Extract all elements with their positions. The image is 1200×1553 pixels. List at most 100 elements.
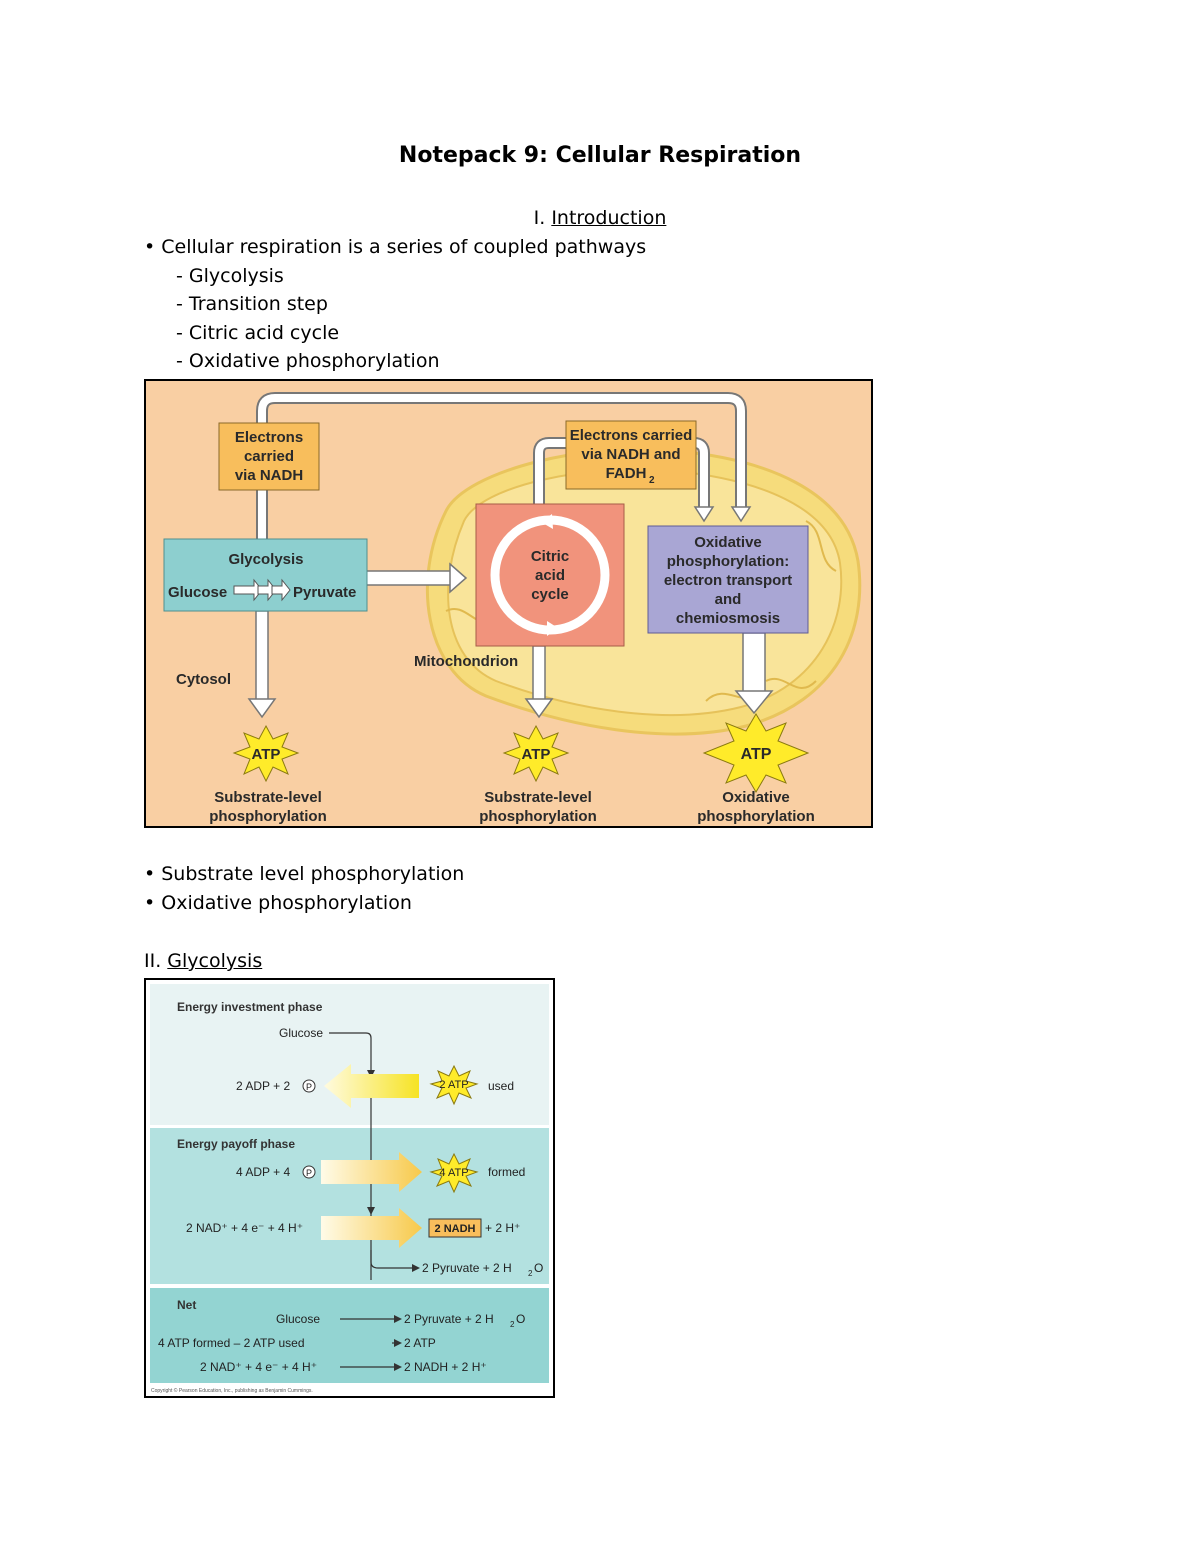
section-title: Glycolysis — [167, 950, 263, 972]
nadh-box — [428, 1218, 482, 1238]
electrons-nadh-line: via NADH — [235, 467, 303, 484]
oxidative-phosphorylation-box: Oxidative phosphorylation: electron tran… — [647, 525, 809, 634]
phosphorylation-label: Substrate-level — [214, 789, 322, 806]
atp-burst: ATP — [232, 724, 300, 783]
payoff-phase-title: Energy payoff phase — [177, 1137, 295, 1151]
glucose-label: Glucose — [279, 1026, 323, 1040]
subscript-2: 2 — [510, 1320, 515, 1329]
atp-label: ATP — [522, 746, 551, 763]
atp4-label: 4 ATP — [439, 1167, 468, 1179]
subscript-2: 2 — [528, 1269, 533, 1278]
glycolysis-phases-figure: Energy investment phase Glucose 2 ADP + … — [144, 978, 555, 1398]
net-atp-left-label: 4 ATP formed – 2 ATP used — [158, 1336, 305, 1350]
oxidative-line: Oxidative — [694, 534, 762, 551]
oxidative-atp-arrow — [734, 632, 774, 715]
nadh-arrow — [321, 1208, 422, 1248]
respiration-overview-figure: Electrons carried via NADH Electrons car… — [144, 379, 873, 828]
main-flow-line — [329, 1032, 372, 1280]
pathway-item: - Citric acid cycle — [176, 322, 340, 344]
net-glucose-label: Glucose — [276, 1312, 320, 1326]
cytosol-label: Cytosol — [176, 671, 231, 688]
section-numeral: II. — [144, 950, 168, 972]
section-heading-introduction: I. Introduction — [0, 206, 1200, 230]
electrons-nadh-line: Electrons — [235, 429, 303, 446]
phosphate-label: P — [306, 1168, 312, 1178]
glycolysis-label: Glycolysis — [228, 551, 303, 568]
electrons-fadh-line: via NADH and — [581, 446, 680, 463]
pyruvate-to-citric-arrow — [365, 562, 468, 594]
atp-burst — [429, 1152, 479, 1194]
copyright-label: Copyright © Pearson Education, Inc., pub… — [151, 1387, 313, 1394]
atp-label: ATP — [741, 746, 772, 763]
net-title: Net — [177, 1298, 196, 1312]
pyruvate-flow-line — [370, 1250, 414, 1269]
electrons-nadh-box: Electrons carried via NADH — [218, 422, 320, 491]
glycolysis-atp-arrow — [247, 610, 277, 719]
oxidative-line: chemiosmosis — [676, 610, 780, 627]
net-nad-left-label: 2 NAD⁺ + 4 e⁻ + 4 H⁺ — [200, 1360, 317, 1374]
net-nad-right-label: 2 NADH + 2 H⁺ — [404, 1360, 487, 1374]
citric-line: Citric — [531, 548, 569, 565]
plus-2h-label: + 2 H⁺ — [485, 1221, 520, 1235]
glucose-label: Glucose — [168, 584, 227, 601]
oxidative-line: and — [715, 591, 742, 608]
phosphate-label: P — [306, 1082, 312, 1092]
atp-burst — [429, 1064, 479, 1106]
electrons-nadh-fadh-box: Electrons carried via NADH and FADH 2 — [565, 420, 697, 490]
pathway-item: - Transition step — [176, 293, 328, 315]
section-title: Introduction — [551, 207, 667, 229]
citric-line: cycle — [531, 586, 569, 603]
flow-arrowhead — [394, 1339, 402, 1347]
oxidative-line: phosphorylation: — [667, 553, 790, 570]
citric-line: acid — [535, 567, 565, 584]
formed-label: formed — [488, 1165, 525, 1179]
atp-label: ATP — [252, 746, 281, 763]
flow-arrowhead — [394, 1363, 402, 1371]
citric-acid-cycle-box: Citric acid cycle — [475, 503, 625, 647]
phosphorylation-label: phosphorylation — [209, 808, 327, 825]
water-o-label: O — [516, 1312, 525, 1326]
net-pyruvate-label: 2 Pyruvate + 2 H — [404, 1312, 494, 1326]
phosphate-icon — [302, 1079, 316, 1093]
respiration-diagram: Electrons carried via NADH Electrons car… — [163, 392, 862, 825]
bullet-substrate: • Substrate level phosphorylation — [144, 863, 465, 885]
pyruvate-label: Pyruvate — [293, 584, 356, 601]
fadh-subscript: 2 — [649, 475, 655, 486]
bullet-oxidative: • Oxidative phosphorylation — [144, 892, 412, 914]
citric-atp-arrow — [524, 645, 554, 719]
used-label: used — [488, 1079, 514, 1093]
phosphorylation-label: Oxidative — [722, 789, 790, 806]
investment-arrow — [324, 1064, 419, 1108]
nad-reactants-label: 2 NAD⁺ + 4 e⁻ + 4 H⁺ — [186, 1221, 303, 1235]
mitochondrion-label: Mitochondrion — [414, 653, 518, 670]
electrons-fadh-line: FADH — [606, 465, 647, 482]
phosphorylation-label: phosphorylation — [697, 808, 815, 825]
flow-arrowhead — [367, 1207, 375, 1215]
flow-arrowhead — [412, 1264, 420, 1272]
phosphorylation-label: phosphorylation — [479, 808, 597, 825]
investment-phase-title: Energy investment phase — [177, 1000, 323, 1014]
atp-burst: ATP — [502, 724, 570, 783]
page-title: Notepack 9: Cellular Respiration — [398, 143, 802, 168]
phosphate-icon — [302, 1165, 316, 1179]
pathway-item: - Glycolysis — [176, 265, 284, 287]
net-atp-right-label: 2 ATP — [404, 1336, 436, 1350]
pyruvate-water-label: 2 Pyruvate + 2 H — [422, 1261, 512, 1275]
pathway-item: - Oxidative phosphorylation — [176, 350, 440, 372]
adp4-label: 4 ADP + 4 — [236, 1165, 290, 1179]
glycolysis-diagram: Energy investment phase Glucose 2 ADP + … — [150, 984, 549, 1394]
phosphorylation-label: Substrate-level — [484, 789, 592, 806]
water-o-label: O — [534, 1261, 543, 1275]
adp2-label: 2 ADP + 2 — [236, 1079, 290, 1093]
section-numeral: I. — [533, 207, 552, 229]
atp2-label: 2 ATP — [439, 1079, 468, 1091]
flow-arrowhead — [394, 1315, 402, 1323]
oxidative-line: electron transport — [664, 572, 792, 589]
intro-bullet: • Cellular respiration is a series of co… — [144, 236, 647, 258]
section-heading-glycolysis: II. Glycolysis — [144, 949, 262, 973]
payoff-arrow — [321, 1152, 422, 1192]
electrons-nadh-line: carried — [244, 448, 294, 465]
top-connector-arrow — [256, 392, 752, 541]
glycolysis-box: Glycolysis Glucose Pyruvate — [163, 538, 368, 612]
